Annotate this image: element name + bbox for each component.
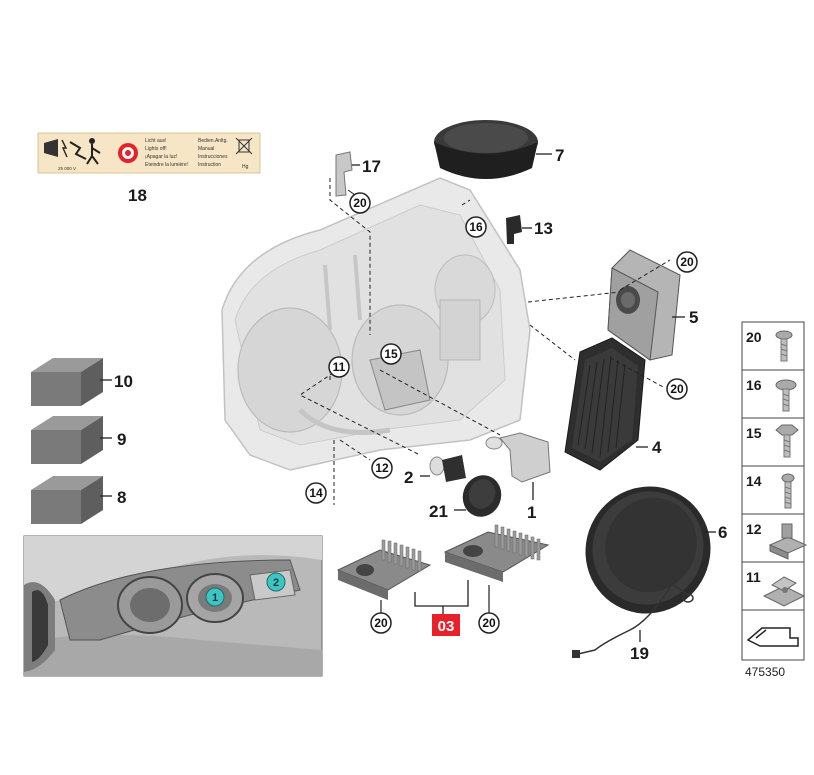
warning-text-5: Bedien.Anltg. <box>198 138 228 144</box>
warning-text-7: Instrucciones <box>198 154 228 160</box>
circle-callout-14-label: 14 <box>309 486 323 500</box>
legend-label-12: 12 <box>746 521 762 537</box>
warning-text-1: Licht aus! <box>145 138 166 144</box>
circle-callout-20-module-left-label: 20 <box>374 616 388 630</box>
circle-callout-11-label: 11 <box>333 360 346 374</box>
callout-18: 18 <box>128 186 147 205</box>
part-21-cap[interactable] <box>454 470 507 522</box>
part-1-xenon-bulb[interactable] <box>485 432 551 500</box>
callout-9: 9 <box>117 430 126 449</box>
legend-label-20: 20 <box>746 329 762 345</box>
circle-callout-12[interactable]: 12 <box>371 457 393 479</box>
legend-row-11[interactable]: 11 <box>746 569 806 607</box>
screw-15-icon <box>775 424 799 458</box>
circle-callout-20-heatsink[interactable]: 20 <box>666 378 688 400</box>
module-group-bracket <box>414 580 469 614</box>
callout-6: 6 <box>718 523 727 542</box>
part-5-control-unit[interactable] <box>607 249 685 361</box>
circle-callout-20-module-left[interactable]: 20 <box>370 600 392 634</box>
vehicle-inset-photo[interactable] <box>23 535 323 677</box>
hardware-legend: 20 16 15 14 <box>741 321 808 661</box>
lights-off-icon <box>118 143 138 163</box>
part-03-callout[interactable]: 03 <box>432 614 460 636</box>
legend-label-14: 14 <box>746 473 762 489</box>
warning-text-3: ¡Apagar la luz! <box>145 154 177 160</box>
part-10-box[interactable] <box>31 358 112 406</box>
circle-callout-15-label: 15 <box>384 347 398 361</box>
clip-nut-11-icon <box>762 576 806 607</box>
warning-hg: Hg <box>242 164 249 170</box>
callout-2: 2 <box>404 468 413 487</box>
circle-callout-20-module-right-label: 20 <box>482 616 496 630</box>
legend-row-20[interactable]: 20 <box>746 329 793 362</box>
legend-label-11: 11 <box>746 569 761 585</box>
leader-lines <box>299 178 671 505</box>
legend-label-16: 16 <box>746 377 762 393</box>
circle-callout-11[interactable]: 11 <box>328 356 350 378</box>
callout-7: 7 <box>555 146 564 165</box>
circle-callout-20-top[interactable]: 20 <box>349 192 371 214</box>
legend-row-15[interactable]: 15 <box>746 424 799 458</box>
inset-marker-2-label: 2 <box>273 577 279 589</box>
circle-callout-16-label: 16 <box>469 220 483 234</box>
led-module-right[interactable] <box>443 524 550 582</box>
callout-1: 1 <box>527 503 536 522</box>
part-7-cover-cap[interactable] <box>434 120 552 179</box>
circle-callout-16[interactable]: 16 <box>465 216 487 238</box>
led-module-left[interactable] <box>336 539 432 600</box>
part-13-clip[interactable] <box>506 215 532 244</box>
callout-5: 5 <box>689 308 698 327</box>
part-17-bracket[interactable] <box>335 151 360 197</box>
crossed-bin-icon <box>235 137 253 155</box>
nut-clip-12-icon <box>768 523 808 560</box>
part-6-round-cover[interactable] <box>562 464 733 637</box>
part-9-box[interactable] <box>31 416 112 464</box>
circle-callout-20-heatsink-label: 20 <box>670 382 684 396</box>
legend-row-16[interactable]: 16 <box>746 377 797 412</box>
legend-label-15: 15 <box>746 425 762 441</box>
inset-marker-1-label: 1 <box>212 592 218 604</box>
circle-callout-20-top-label: 20 <box>353 196 367 210</box>
callout-10: 10 <box>114 372 133 391</box>
inset-marker-1[interactable]: 1 <box>205 587 225 607</box>
warning-text-8: Instruction <box>198 162 221 168</box>
high-voltage-icon <box>44 138 101 165</box>
callout-8: 8 <box>117 488 126 507</box>
part-8-box[interactable] <box>31 476 112 524</box>
part-4-heatsink[interactable] <box>564 337 648 471</box>
screw-20-icon <box>775 330 793 362</box>
callout-19: 19 <box>630 644 649 663</box>
warning-text-2: Lights off! <box>145 146 167 152</box>
circle-callout-20-module-right[interactable]: 20 <box>478 585 500 634</box>
callout-17: 17 <box>362 157 381 176</box>
circle-callout-20-control-unit[interactable]: 20 <box>676 251 698 273</box>
circle-callout-12-label: 12 <box>375 461 389 475</box>
legend-row-shape <box>746 627 799 647</box>
bulb-module-15[interactable] <box>369 349 431 411</box>
screw-16-icon <box>775 379 797 412</box>
callout-4: 4 <box>652 438 662 457</box>
circle-callout-20-control-unit-label: 20 <box>680 255 694 269</box>
warning-text-4: Eteindre la lumière! <box>145 162 188 168</box>
circle-callout-15[interactable]: 15 <box>380 343 402 365</box>
warning-label[interactable]: 25 000 V Licht aus! Lights off! ¡Apagar … <box>37 132 261 174</box>
part-2-bulb[interactable] <box>420 455 466 482</box>
callout-13: 13 <box>534 219 553 238</box>
callout-21: 21 <box>429 502 448 521</box>
legend-row-14[interactable]: 14 <box>746 473 795 509</box>
diagram-id: 475350 <box>745 665 785 679</box>
legend-row-12[interactable]: 12 <box>746 521 808 560</box>
inset-marker-2[interactable]: 2 <box>266 572 286 592</box>
part-03-label: 03 <box>438 618 455 635</box>
screw-14-icon <box>781 473 795 509</box>
warning-text-6: Manual <box>198 146 214 152</box>
part-19-cable[interactable] <box>572 559 694 658</box>
headlamp-housing[interactable] <box>221 177 531 471</box>
warning-voltage: 25 000 V <box>58 166 76 171</box>
circle-callout-14[interactable]: 14 <box>305 482 327 504</box>
